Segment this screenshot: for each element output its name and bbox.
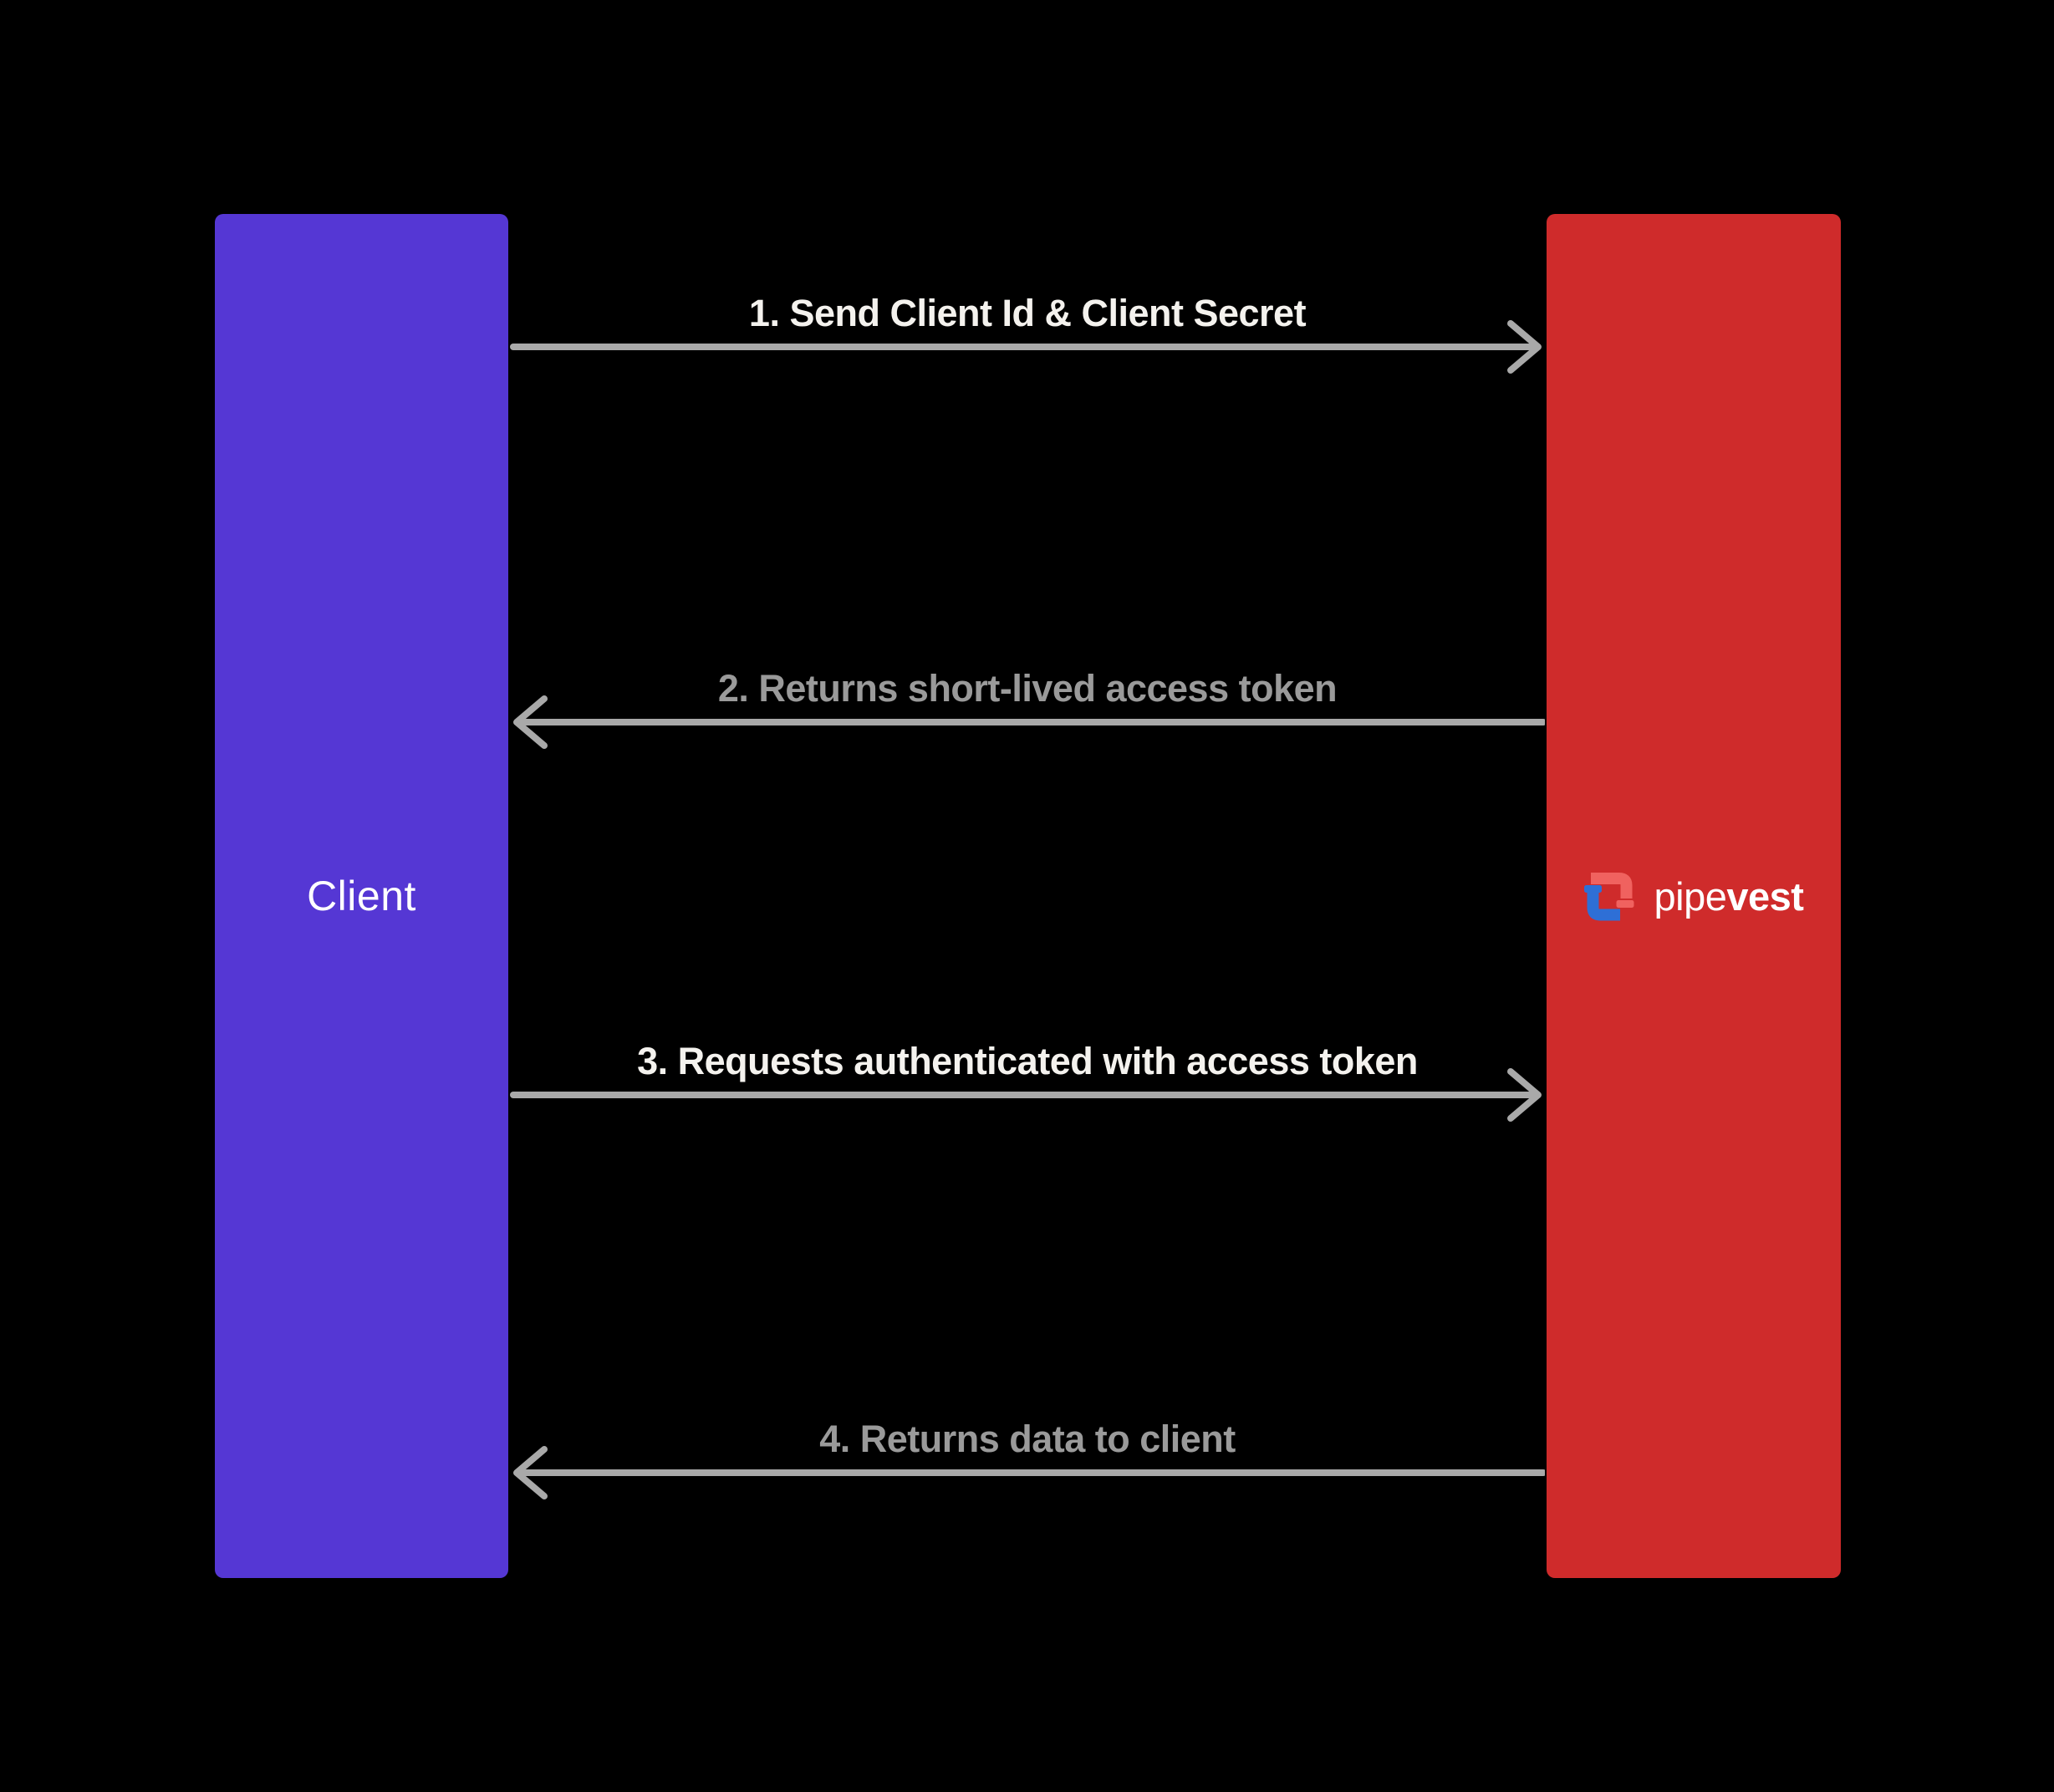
message-4: 4. Returns data to client xyxy=(510,1406,1545,1506)
message-3-label: 3. Requests authenticated with access to… xyxy=(637,1040,1418,1082)
wordmark-vest: vest xyxy=(1726,873,1804,919)
arrow-right-icon xyxy=(510,320,1542,374)
message-1: 1. Send Client Id & Client Secret xyxy=(510,280,1545,380)
client-lifeline-bar: Client xyxy=(215,214,508,1578)
wordmark-pipe: pipe xyxy=(1654,873,1727,919)
arrow-right-icon xyxy=(510,1068,1542,1122)
message-3: 3. Requests authenticated with access to… xyxy=(510,1028,1545,1128)
message-1-label: 1. Send Client Id & Client Secret xyxy=(748,292,1307,334)
client-label: Client xyxy=(307,873,416,919)
arrow-left-icon xyxy=(513,695,1545,749)
message-2-label: 2. Returns short-lived access token xyxy=(717,667,1338,710)
pipevest-pipes-icon xyxy=(1583,873,1634,921)
message-2: 2. Returns short-lived access token xyxy=(510,655,1545,756)
pipevest-logo: pipevest xyxy=(1583,870,1804,922)
pipevest-wordmark: pipevest xyxy=(1654,873,1804,919)
message-4-label: 4. Returns data to client xyxy=(819,1418,1236,1460)
pipevest-lifeline-bar: pipevest xyxy=(1547,214,1841,1578)
arrow-left-icon xyxy=(513,1446,1545,1499)
